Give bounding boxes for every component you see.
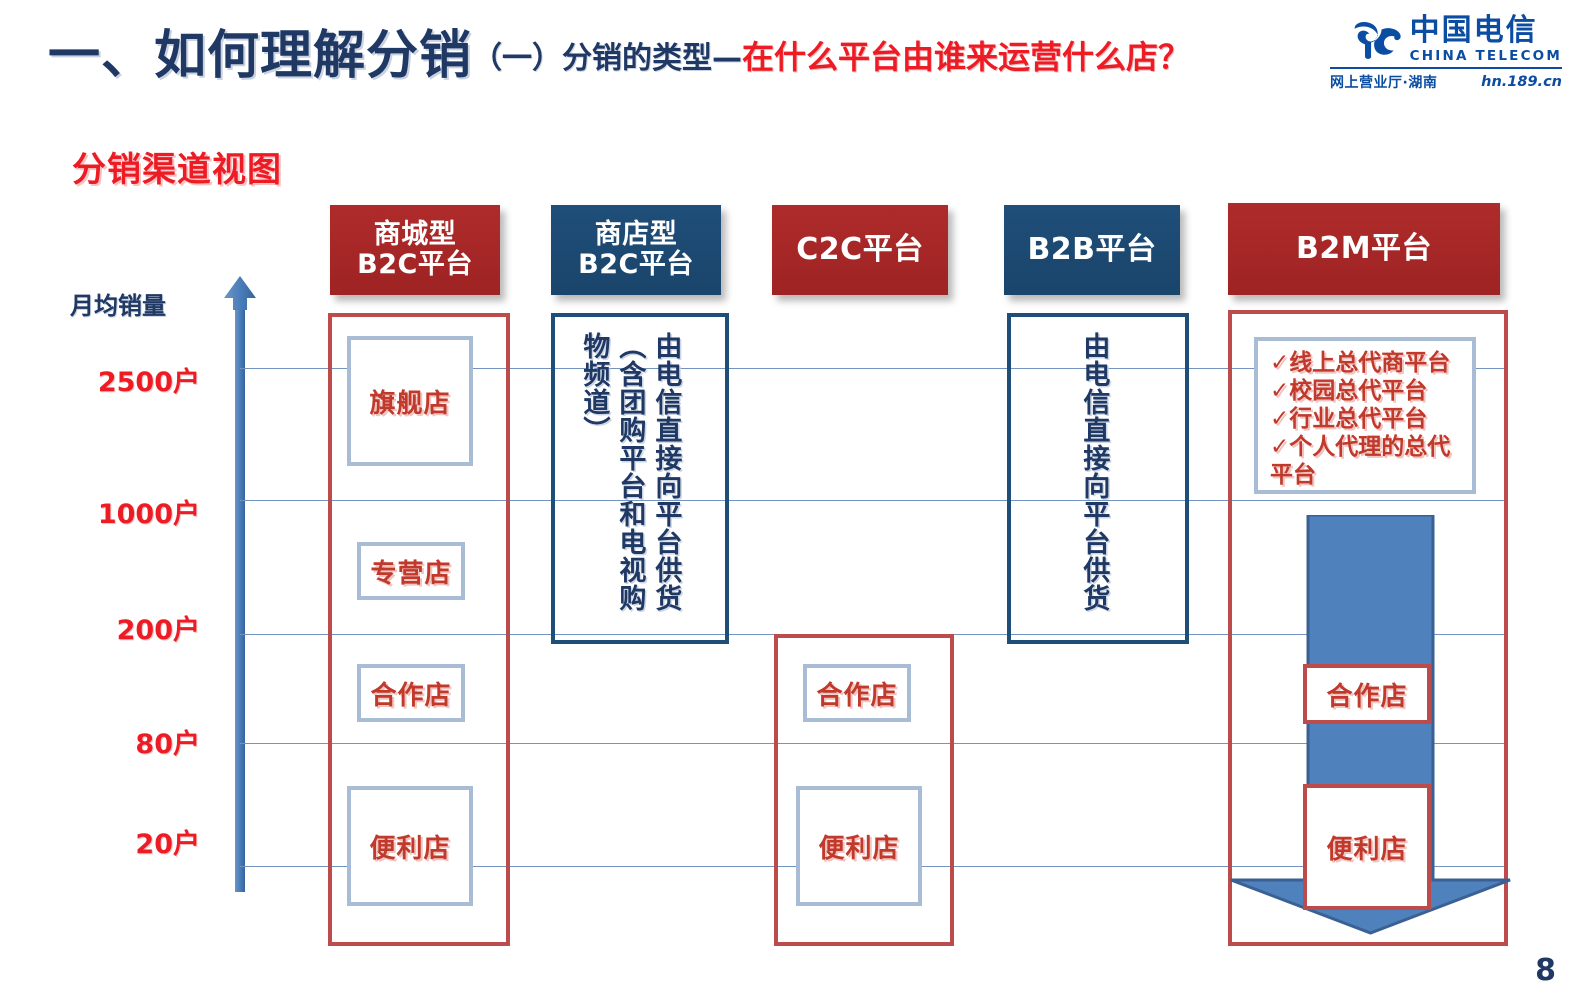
column-header-line1: B2M平台 [1295, 231, 1433, 267]
gridline-80 [240, 743, 1506, 744]
china-telecom-logo: 中国电信 CHINA TELECOM 网上营业厅·湖南 hn.189.cn [1330, 16, 1562, 92]
logo-sub-cn: 网上营业厅·湖南 [1330, 75, 1438, 91]
title-subtitle: （一）分销的类型— [472, 41, 743, 76]
column-header-line2: B2C平台 [357, 249, 473, 280]
store-exclusive-c1[interactable]: 专营店 [357, 542, 465, 600]
checklist-item-5: 平台 [1270, 462, 1316, 489]
title-main: 一、如何理解分销 [48, 26, 473, 86]
column-header-c2c[interactable]: C2C平台 [772, 205, 948, 295]
column-body-b2b [1007, 313, 1189, 644]
page-title: 一、如何理解分销 （一）分销的类型— 在什么平台由谁来运营什么店？ [48, 30, 1338, 82]
title-highlight: 在什么平台由谁来运营什么店？ [742, 38, 1191, 76]
section-label: 分销渠道视图 [72, 150, 282, 190]
gridline-1000 [240, 500, 1506, 501]
column-header-line1: 商店型 [594, 218, 678, 250]
column-note-shop-b2c-line1: 由电信直接向平台供货 [650, 332, 682, 612]
ytick-1000: 1000户 [97, 499, 200, 530]
ytick-20: 20户 [135, 829, 200, 860]
store-convenience-c5[interactable]: 便利店 [1303, 784, 1431, 910]
column-body-shop-b2c [551, 313, 729, 644]
down-arrow-icon [1230, 515, 1511, 935]
column-note-b2b: 由电信直接向平台供货 [1078, 332, 1110, 612]
checklist-item-4: ✓个人代理的总代 [1270, 434, 1451, 461]
logo-cn-name: 中国电信 [1409, 13, 1538, 48]
column-header-line1: 商城型 [373, 218, 457, 250]
ytick-80: 80户 [135, 729, 200, 760]
store-partner-c1[interactable]: 合作店 [357, 664, 465, 722]
column-header-line1: C2C平台 [796, 232, 924, 268]
checklist-item-3: ✓行业总代平台 [1270, 406, 1428, 433]
checklist-item-1: ✓线上总代商平台 [1270, 350, 1451, 376]
column-note-shop-b2c-line3: 物频道） [578, 332, 610, 444]
ytick-200: 200户 [116, 615, 200, 646]
column-header-shop-b2c[interactable]: 商店型 B2C平台 [551, 205, 721, 295]
column-body-c2c [774, 634, 954, 946]
column-body-mall-b2c [328, 313, 510, 946]
page-number: 8 [1535, 953, 1556, 988]
column-note-shop-b2c-line2: （含团购平台和电视购 [614, 332, 646, 612]
column-header-b2b[interactable]: B2B平台 [1004, 205, 1180, 295]
checklist-item-2: ✓校园总代平台 [1270, 378, 1428, 405]
y-axis-arrow-icon [224, 276, 256, 892]
logo-en-name: CHINA TELECOM [1409, 48, 1562, 64]
store-partner-c3[interactable]: 合作店 [803, 664, 911, 722]
logo-divider [1330, 67, 1562, 69]
store-convenience-c3[interactable]: 便利店 [796, 786, 922, 906]
store-convenience-c1[interactable]: 便利店 [347, 786, 473, 906]
y-axis-label: 月均销量 [70, 292, 166, 320]
gridline-2500 [240, 368, 1506, 369]
store-flagship-c1[interactable]: 旗舰店 [347, 336, 473, 466]
column-header-mall-b2c[interactable]: 商城型 B2C平台 [330, 205, 500, 295]
column-header-line2: B2C平台 [578, 249, 694, 280]
column-body-b2m [1228, 310, 1508, 946]
b2m-checklist[interactable]: ✓线上总代商平台 ✓校园总代平台 ✓行业总代平台 ✓个人代理的总代 平台 [1254, 337, 1476, 494]
store-partner-c5[interactable]: 合作店 [1303, 664, 1431, 724]
logo-url: hn.189.cn [1481, 74, 1562, 90]
ytick-2500: 2500户 [97, 367, 200, 398]
china-telecom-mark-icon [1354, 22, 1401, 59]
column-header-line1: B2B平台 [1027, 232, 1157, 268]
column-header-b2m[interactable]: B2M平台 [1228, 203, 1500, 295]
